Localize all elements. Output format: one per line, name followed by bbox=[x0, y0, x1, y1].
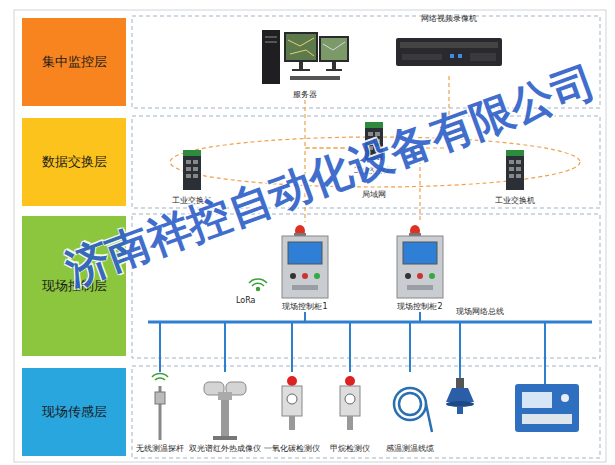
bus-connector bbox=[160, 312, 420, 372]
device-node: 一氧化碳检测仪 bbox=[261, 372, 323, 454]
layer-label-box: 集中监控层 bbox=[22, 18, 126, 106]
bus-connector bbox=[410, 312, 420, 372]
switch-icon bbox=[183, 150, 201, 190]
device-caption: 服务器 bbox=[293, 90, 317, 100]
bus-drop bbox=[544, 322, 546, 384]
outer-frame bbox=[14, 10, 606, 462]
device-caption: 工业交换机 bbox=[495, 196, 535, 206]
device-node: 现场控制柜2 bbox=[392, 222, 448, 312]
device-node: 感温测温线缆 bbox=[383, 372, 437, 454]
device-caption: 甲烷检测仪 bbox=[330, 444, 370, 454]
wireless-symbol bbox=[249, 279, 267, 291]
bus-drop bbox=[459, 322, 461, 378]
instrument-box-icon bbox=[515, 384, 579, 432]
connector-line bbox=[292, 312, 420, 372]
layer-name: 现场传感层 bbox=[42, 403, 107, 421]
device-node: 现场控制柜1 bbox=[277, 222, 333, 312]
layer-name: 集中监控层 bbox=[42, 53, 107, 71]
bus-connector bbox=[292, 312, 420, 372]
layer-region bbox=[132, 366, 600, 458]
bus-label: 现场网络总线 bbox=[456, 307, 504, 317]
gas-detector-icon bbox=[340, 376, 360, 430]
pendant-detector-icon bbox=[446, 378, 474, 414]
device-caption: 现场控制柜1 bbox=[282, 302, 327, 312]
layer-name: 数据交换层 bbox=[42, 153, 107, 171]
probe-icon bbox=[152, 374, 168, 440]
device-node: 双光谱红外热成像仪 bbox=[186, 372, 264, 454]
connector-line bbox=[225, 312, 420, 372]
bus-connector bbox=[350, 312, 420, 372]
camera-icon bbox=[204, 382, 246, 440]
layer-label-box: 现场传感层 bbox=[22, 368, 126, 456]
lan-connector bbox=[305, 100, 351, 148]
watermark: 济南祥控自动化设备有限公司 bbox=[58, 55, 601, 295]
device-node: 服务器 bbox=[257, 26, 353, 100]
device-node: 工业交换机 bbox=[492, 146, 538, 206]
layer-label-box: 数据交换层 bbox=[22, 118, 126, 206]
connector-line bbox=[410, 312, 420, 372]
device-caption: 感温测温线缆 bbox=[386, 444, 434, 454]
video-recorder-icon bbox=[396, 38, 502, 66]
device-node: 无线测温探杆 bbox=[133, 372, 187, 454]
control-cabinet-icon bbox=[282, 225, 328, 298]
device-node: 网络视频录像机 bbox=[391, 14, 507, 76]
cable-icon bbox=[394, 388, 432, 432]
wireless-label: LoRa bbox=[236, 296, 256, 306]
connector-line bbox=[305, 100, 351, 148]
bus-connector bbox=[225, 312, 420, 372]
device-caption: 无线测温探杆 bbox=[136, 444, 184, 454]
device-node: 甲烷检测仪 bbox=[327, 372, 373, 454]
device-caption: 双光谱红外热成像仪 bbox=[189, 444, 261, 454]
control-cabinet-icon bbox=[397, 225, 443, 298]
server-icon bbox=[262, 30, 349, 84]
connector-line bbox=[350, 312, 420, 372]
network-label: 局域网 bbox=[362, 190, 386, 200]
connector-line bbox=[160, 312, 420, 372]
device-caption: 网络视频录像机 bbox=[421, 14, 477, 24]
switch-icon bbox=[506, 150, 524, 190]
device-caption: 现场控制柜2 bbox=[397, 302, 442, 312]
device-caption: 一氧化碳检测仪 bbox=[264, 444, 320, 454]
gas-detector-icon bbox=[282, 376, 302, 430]
